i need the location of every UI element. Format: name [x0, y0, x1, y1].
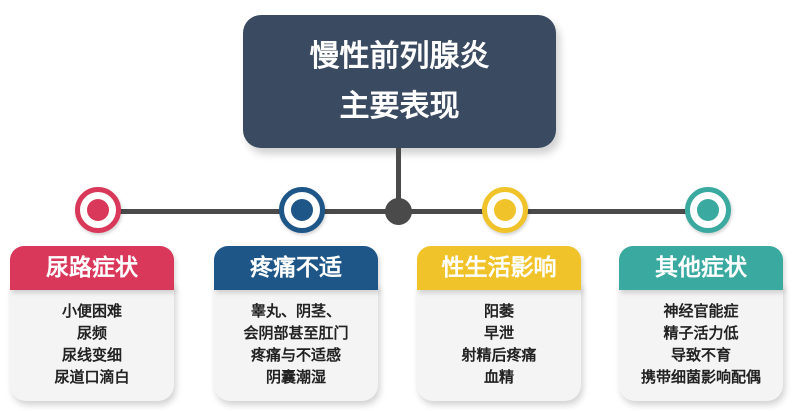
- card-sexual-header: 性生活影响: [417, 246, 581, 290]
- list-item: 血精: [483, 368, 514, 386]
- card-other: 其他症状 神经官能症 精子活力低 导致不育 携带细菌影响配偶: [619, 246, 783, 401]
- list-item: 尿道口滴白: [54, 368, 130, 386]
- list-item: 会阴部甚至肛门: [243, 324, 349, 342]
- card-urinary-list: 小便困难 尿频 尿线变细 尿道口滴白: [10, 300, 174, 388]
- node-sexual-dot: [494, 199, 516, 221]
- list-item: 尿线变细: [61, 346, 122, 364]
- card-other-header: 其他症状: [619, 246, 783, 290]
- node-urinary-dot: [87, 199, 109, 221]
- node-sexual: [482, 187, 528, 233]
- node-pain-dot: [291, 199, 313, 221]
- title-box: 慢性前列腺炎 主要表现: [243, 15, 556, 148]
- list-item: 射精后疼痛: [461, 346, 537, 364]
- list-item: 睾丸、阴茎、: [250, 302, 341, 320]
- card-pain: 疼痛不适 睾丸、阴茎、 会阴部甚至肛门 疼痛与不适感 阴囊潮湿: [214, 246, 378, 401]
- card-pain-body: [214, 284, 378, 401]
- list-item: 小便困难: [61, 302, 122, 320]
- vertical-connector: [396, 148, 401, 212]
- hub-dot: [385, 198, 412, 225]
- list-item: 尿频: [76, 324, 107, 342]
- title-line-1: 慢性前列腺炎: [309, 38, 490, 74]
- card-urinary: 尿路症状 小便困难 尿频 尿线变细 尿道口滴白: [10, 246, 174, 401]
- card-sexual-list: 阳萎 早泄 射精后疼痛 血精: [417, 300, 581, 388]
- list-item: 疼痛与不适感: [250, 346, 341, 364]
- list-item: 携带细菌影响配偶: [640, 368, 761, 386]
- card-other-body: [619, 284, 783, 401]
- list-item: 精子活力低: [663, 324, 739, 342]
- card-urinary-header: 尿路症状: [10, 246, 174, 290]
- list-item: 神经官能症: [663, 302, 739, 320]
- list-item: 导致不育: [670, 346, 731, 364]
- node-other: [685, 187, 731, 233]
- card-pain-header: 疼痛不适: [214, 246, 378, 290]
- card-urinary-body: [10, 284, 174, 401]
- node-other-dot: [697, 199, 719, 221]
- title-line-2: 主要表现: [339, 88, 460, 124]
- list-item: 阴囊潮湿: [265, 368, 326, 386]
- node-urinary: [75, 187, 121, 233]
- card-sexual: 性生活影响 阳萎 早泄 射精后疼痛 血精: [417, 246, 581, 401]
- node-pain: [279, 187, 325, 233]
- card-sexual-body: [417, 284, 581, 401]
- card-pain-list: 睾丸、阴茎、 会阴部甚至肛门 疼痛与不适感 阴囊潮湿: [214, 300, 378, 388]
- list-item: 阳萎: [483, 302, 514, 320]
- list-item: 早泄: [483, 324, 514, 342]
- card-other-list: 神经官能症 精子活力低 导致不育 携带细菌影响配偶: [619, 300, 783, 388]
